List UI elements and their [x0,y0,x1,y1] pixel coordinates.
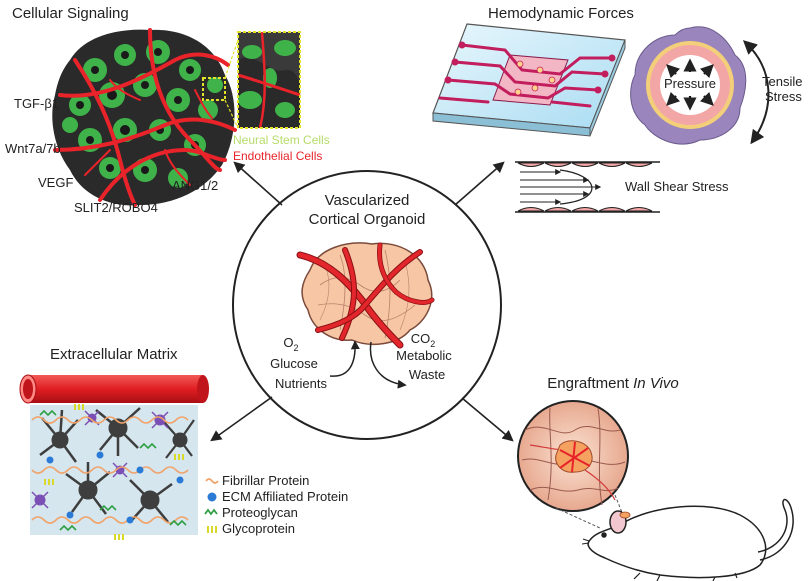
microfluidic-chip-illustration [432,23,626,137]
dot-icon [207,492,217,502]
vessel-cross-section: Pressure [630,26,747,145]
factor-ang1-2: ANG1/2 [172,178,218,193]
organoid-illustration [296,242,435,349]
output-arrow [369,341,407,389]
wall-shear-vessel [515,161,660,213]
blood-vessel-tube [19,374,209,404]
legend-endothelial-cells: Endothelial Cells [233,149,322,163]
engraftment-title: Engraftment In Vivo [547,375,678,392]
input-nutrients: Nutrients [275,376,328,391]
tuft-icon [207,526,217,533]
output-co2: CO2 [411,331,436,349]
zoom-inset [237,31,301,129]
pressure-label: Pressure [664,76,716,91]
arrow-to-hemodynamic-forces [454,161,505,206]
factor-slit2-robo4: SLIT2/ROBO4 [74,200,158,215]
mouse-illustration [581,498,794,581]
legend-fibrillar-protein: Fibrillar Protein [222,473,309,488]
cellular-signaling-title: Cellular Signaling [12,5,129,22]
wall-shear-stress-label: Wall Shear Stress [625,179,729,194]
fibril-icon [205,478,219,484]
cellular-signaling-panel: Cellular Signaling [5,5,330,215]
zoom-region [202,77,226,101]
engraftment-panel: Engraftment In Vivo [517,375,794,581]
legend-glycoprotein: Glycoprotein [222,521,295,536]
proteoglycan-squiggles [39,409,187,532]
ecm-legend: Fibrillar Protein ECM Affiliated Protein… [204,473,348,536]
legend-proteoglycan: Proteoglycan [222,505,298,520]
hemodynamic-forces-panel: Hemodynamic Forces [432,5,802,213]
mouse-head-implant [619,511,631,519]
tensile-label: Tensile [762,74,802,89]
center-title-line2: Cortical Organoid [309,211,426,228]
input-glucose: Glucose [270,356,318,371]
center-title-line1: Vascularized [325,192,410,209]
center-organoid-panel: Vascularized Cortical Organoid O2 Glucos… [232,170,502,440]
legend-ecm-affiliated-protein: ECM Affiliated Protein [222,489,348,504]
fibrillar-protein-fibers [31,416,189,524]
arrow-to-extracellular-matrix [210,396,273,442]
tensile-stress-label: Stress [765,89,802,104]
factor-vegf: VEGF [38,175,73,190]
input-o2: O2 [283,335,298,353]
arrow-to-engraftment [461,397,514,442]
hemodynamic-forces-title: Hemodynamic Forces [488,5,634,22]
input-arrow [329,340,360,377]
neuron-cells [39,407,195,523]
extracellular-matrix-title: Extracellular Matrix [50,346,178,363]
brain-zoom-circle [517,400,629,512]
output-metabolic: Metabolic [396,348,452,363]
legend-neural-stem-cells: Neural Stem Cells [233,133,330,147]
squiggle-icon [204,508,218,516]
ecm-affiliated-protein-dots [46,451,184,524]
extracellular-matrix-panel: Extracellular Matrix [19,346,348,540]
factor-tgf-beta1: TGF-β1 [14,96,59,111]
glycoprotein-tufts [44,404,184,540]
factor-wnt7a-7b: Wnt7a/7b [5,141,61,156]
output-waste: Waste [409,367,445,382]
signaling-organoid-illustration [52,28,237,207]
arrow-to-cellular-signaling [233,161,283,206]
tensile-stress-arrow [742,40,770,145]
